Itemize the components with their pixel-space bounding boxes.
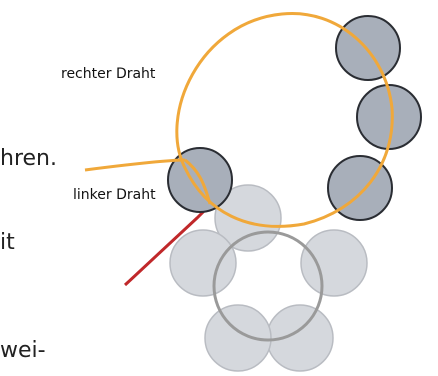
light-bead: [300, 229, 368, 297]
cropped-text-line: wei-: [0, 338, 46, 363]
light-bead: [214, 184, 282, 252]
right-wire-label: rechter Draht: [59, 66, 158, 83]
orange-wire-thread: [184, 158, 212, 205]
orange-wire-loop: [175, 11, 394, 228]
light-bead: [169, 229, 237, 297]
cropped-text-line: it: [0, 230, 15, 255]
light-ring-circle: [212, 230, 324, 342]
light-bead: [204, 304, 272, 372]
cropped-text-line: hren.: [0, 146, 57, 171]
light-bead-ring: [169, 184, 368, 372]
left-wire-label: linker Draht: [71, 187, 158, 204]
dark-bead: [335, 15, 401, 81]
orange-wire-tail: [84, 158, 186, 172]
